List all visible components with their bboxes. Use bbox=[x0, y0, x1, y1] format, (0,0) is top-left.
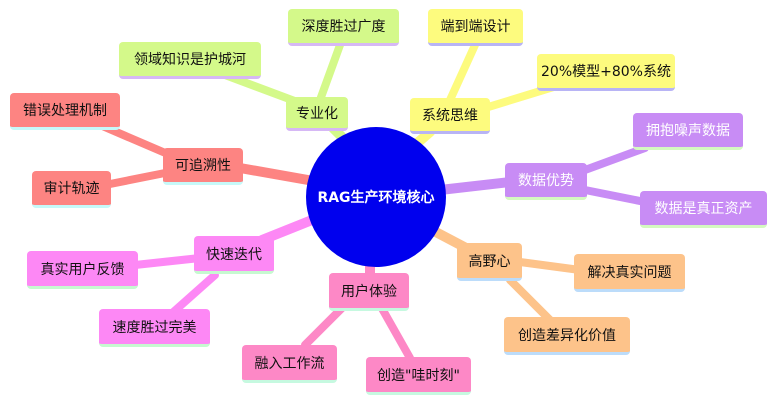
branch-user-experience[interactable]: 用户体验 bbox=[329, 273, 409, 311]
leaf-wow-moment[interactable]: 创造"哇时刻" bbox=[366, 357, 471, 395]
branch-traceability[interactable]: 可追溯性 bbox=[163, 148, 243, 185]
leaf-error-handling[interactable]: 错误处理机制 bbox=[10, 93, 120, 130]
links-data-advantage bbox=[435, 144, 654, 207]
leaf-embrace-noisy-data[interactable]: 拥抱噪声数据 bbox=[633, 113, 743, 150]
leaf-differentiated-value[interactable]: 创造差异化价值 bbox=[504, 317, 630, 355]
leaf-end-to-end-design[interactable]: 端到端设计 bbox=[428, 9, 523, 46]
leaf-domain-knowledge-moat[interactable]: 领域知识是护城河 bbox=[119, 42, 261, 79]
branch-ambition[interactable]: 高野心 bbox=[457, 243, 522, 281]
leaf-depth-over-breadth[interactable]: 深度胜过广度 bbox=[288, 9, 399, 46]
links-traceability bbox=[96, 121, 313, 189]
branch-specialization[interactable]: 专业化 bbox=[286, 97, 348, 131]
leaf-audit-trail[interactable]: 审计轨迹 bbox=[32, 171, 111, 208]
leaf-integrate-workflow[interactable]: 融入工作流 bbox=[242, 345, 337, 383]
central-node-label: RAG生产环境核心 bbox=[317, 190, 435, 206]
branch-data-advantage[interactable]: 数据优势 bbox=[505, 163, 587, 200]
central-node[interactable]: RAG生产环境核心 bbox=[306, 127, 446, 267]
leaf-speed-over-perfection[interactable]: 速度胜过完美 bbox=[99, 309, 210, 347]
leaf-real-user-feedback[interactable]: 真实用户反馈 bbox=[27, 251, 138, 289]
branch-fast-iteration[interactable]: 快速迭代 bbox=[194, 236, 274, 274]
leaf-20-model-80-system[interactable]: 20%模型+80%系统 bbox=[537, 54, 675, 91]
leaf-solve-real-problems[interactable]: 解决真实问题 bbox=[574, 254, 685, 292]
branch-systems-thinking[interactable]: 系统思维 bbox=[410, 98, 490, 134]
leaf-data-is-real-asset[interactable]: 数据是真正资产 bbox=[640, 191, 767, 228]
